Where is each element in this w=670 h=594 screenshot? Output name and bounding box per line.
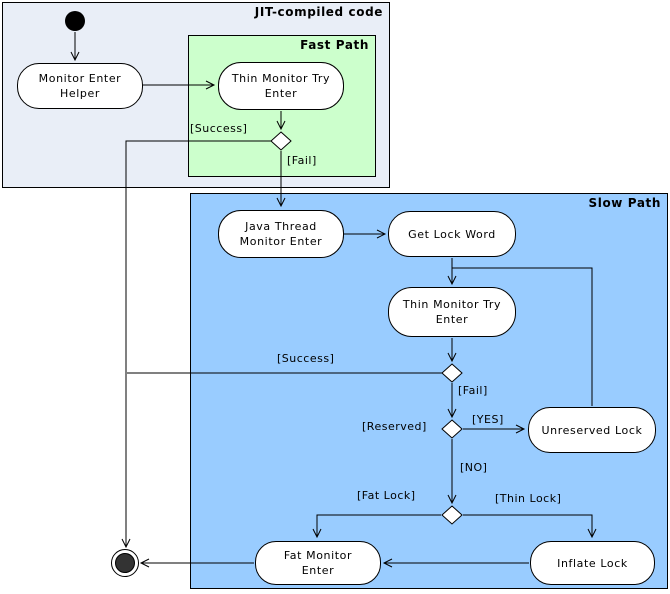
final-node [111, 549, 139, 577]
node-thin-monitor-try-enter-fast: Thin Monitor Try Enter [218, 62, 344, 110]
node-label: Java Thread [245, 220, 317, 233]
guard-thin-lock: [Thin Lock] [495, 492, 562, 505]
node-label: Fat Monitor [283, 549, 353, 562]
guard-no: [NO] [460, 461, 488, 474]
node-label: Inflate Lock [557, 556, 628, 570]
node-monitor-enter-helper: Monitor Enter Helper [17, 63, 143, 109]
node-label: Unreserved Lock [541, 423, 643, 437]
node-thin-monitor-try-enter-slow: Thin Monitor Try Enter [388, 287, 516, 337]
node-label: Enter [264, 87, 298, 100]
region-title-slow-path: Slow Path [588, 196, 661, 210]
node-label: Monitor Enter [38, 72, 122, 85]
node-label: Thin Monitor Try [231, 72, 331, 85]
region-title-fast-path: Fast Path [300, 38, 369, 52]
guard-fat-lock: [Fat Lock] [357, 489, 416, 502]
node-label: Helper [60, 87, 100, 100]
node-label: Thin Monitor Try [402, 298, 502, 311]
guard-yes: [YES] [472, 413, 504, 426]
node-fat-monitor-enter: Fat Monitor Enter [255, 541, 381, 585]
guard-success-slow: [Success] [277, 352, 335, 365]
node-label: Get Lock Word [408, 227, 496, 241]
node-unreserved-lock: Unreserved Lock [528, 407, 656, 453]
guard-reserved: [Reserved] [362, 420, 427, 433]
node-label: Enter [435, 313, 469, 326]
node-get-lock-word: Get Lock Word [388, 211, 516, 257]
guard-fail-slow: [Fail] [458, 384, 488, 397]
node-inflate-lock: Inflate Lock [530, 541, 655, 585]
guard-fail-fast: [Fail] [287, 154, 317, 167]
node-java-thread-monitor-enter: Java Thread Monitor Enter [218, 210, 344, 258]
node-label: Monitor Enter [239, 235, 323, 248]
node-label: Enter [301, 564, 335, 577]
guard-success-fast: [Success] [190, 122, 248, 135]
region-title-jit: JIT-compiled code [254, 5, 383, 19]
